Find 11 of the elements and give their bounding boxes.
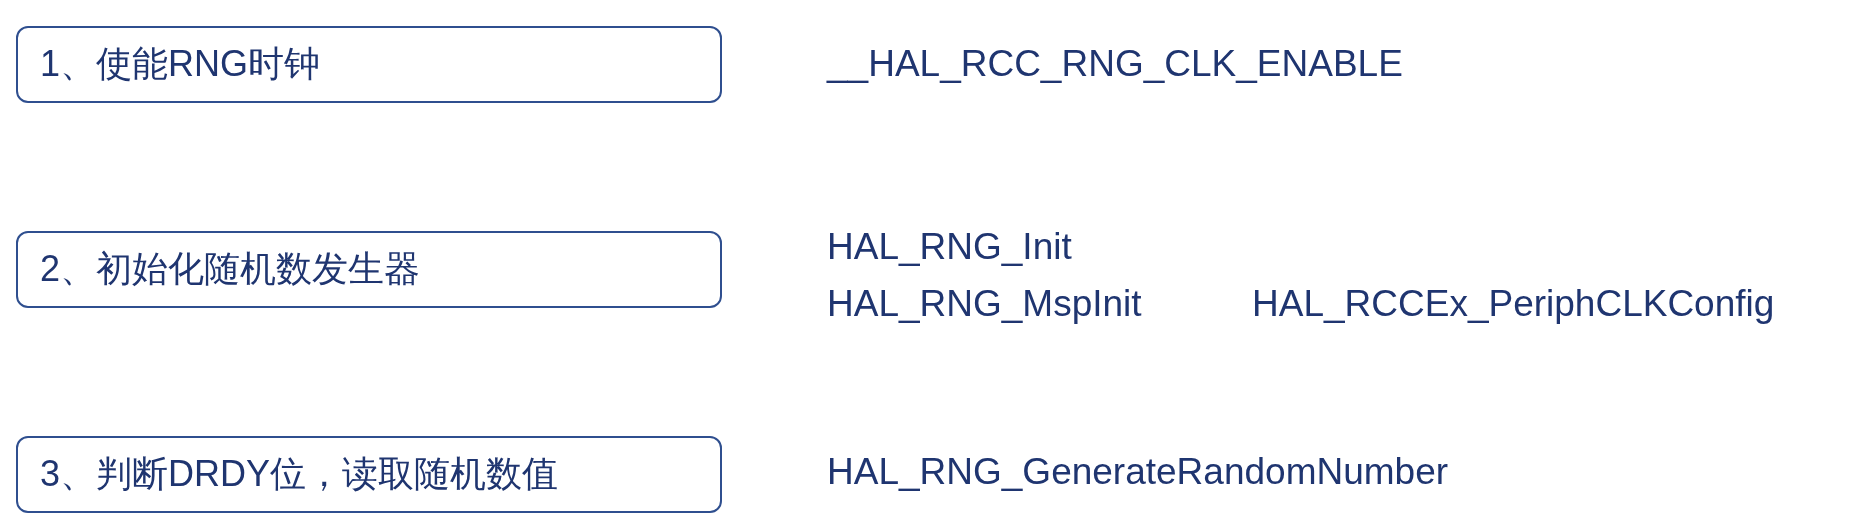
function-name: HAL_RCCEx_PeriphCLKConfig xyxy=(1252,285,1775,322)
step-text: 3、判断DRDY位，读取随机数值 xyxy=(40,452,559,496)
step-box xyxy=(16,436,722,513)
function-name: HAL_RNG_GenerateRandomNumber xyxy=(827,453,1449,490)
step-box xyxy=(16,231,722,308)
function-name: HAL_RNG_MspInit xyxy=(827,285,1142,322)
function-name: HAL_RNG_Init xyxy=(827,228,1072,265)
step-text: 1、使能RNG时钟 xyxy=(40,42,321,86)
function-name: __HAL_RCC_RNG_CLK_ENABLE xyxy=(827,45,1403,82)
step-text: 2、初始化随机数发生器 xyxy=(40,247,421,291)
step-box xyxy=(16,26,722,103)
